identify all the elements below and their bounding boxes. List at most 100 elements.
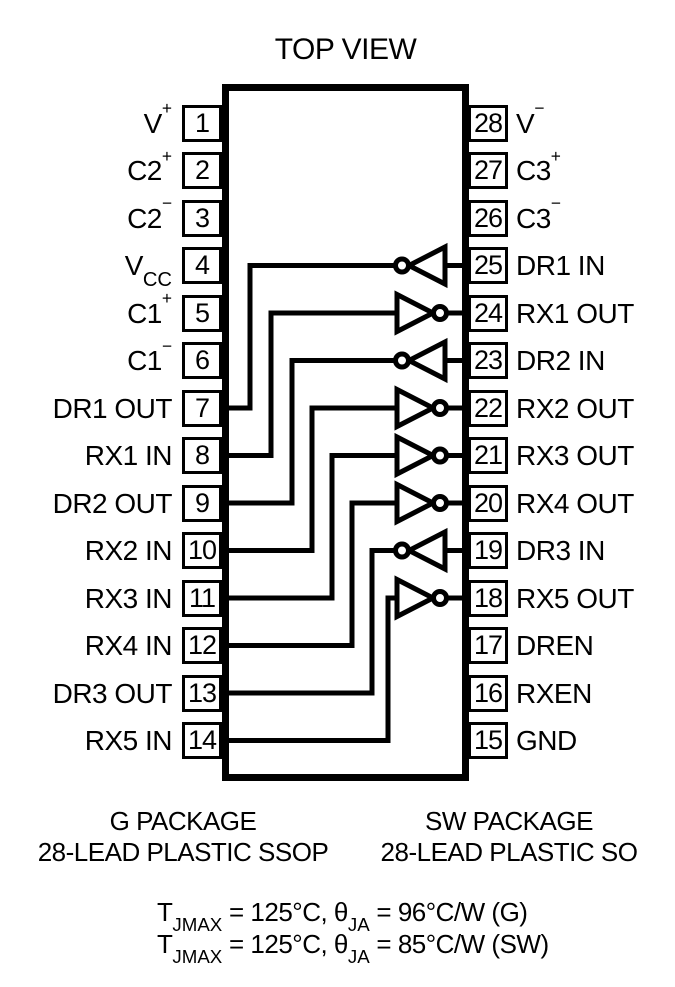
rx5-inverter-triangle [394,575,439,621]
pin-27-label-base: C3 [516,155,551,186]
pin-8-label-base: RX1 IN [84,440,173,471]
rx4-inverter-triangle [394,480,439,526]
thermal-sw-jmax-sub: JMAX [172,946,223,968]
pin-13-box: 13 [182,674,222,712]
pin-row-25: 25 DR1 IN [0,247,675,284]
pin-5-label-base: C1 [127,297,162,329]
g-package-caption: G PACKAGE 28-LEAD PLASTIC SSOP [33,806,333,868]
pin-28-number: 28 [473,107,503,138]
pin-10-number: 10 [187,535,217,565]
pin-26-label: C3− [516,195,561,237]
pin-20-label-base: RX4 OUT [516,487,634,519]
dr2-inversion-bubble [393,351,411,370]
pin-row-23: 23 DR2 IN [0,342,675,379]
pin-27-label: C3+ [516,147,561,189]
pin-18-label-base: RX5 OUT [516,582,634,614]
rx2-inversion-bubble [431,399,449,417]
pin-27-box: 27 [468,152,508,189]
pin-26-label-base: C3 [516,202,551,234]
pin-7-label-base: DR1 OUT [52,392,173,424]
thermal-sw-mid: = 125°C, θ [222,929,348,959]
pin-15-box: 15 [468,722,508,759]
pin-12-label-base: RX4 IN [84,630,173,661]
pin-row-9: DR2 OUT 9 [0,484,675,522]
pin-22-label: RX2 OUT [516,390,634,427]
thermal-g-ja-sub: JA [347,914,370,936]
pin-11-label-base: RX3 IN [84,582,173,614]
pin-4-label-sub: CC [142,269,172,292]
pin-5-number: 5 [194,297,210,328]
pin-3-number: 3 [194,202,210,233]
rx4-channel [222,480,470,648]
pin-23-number: 23 [473,345,503,375]
pin-14-box: 14 [182,722,222,759]
pin-2-number: 2 [194,155,210,185]
pin-18-box: 18 [468,579,508,617]
dr3-inversion-bubble [393,541,411,560]
rx5-inversion-bubble [431,589,449,607]
pin-19-label: DR3 IN [516,532,605,569]
pin-20-box: 20 [468,484,508,522]
pin-1-number: 1 [194,107,210,138]
pin-12-box: 12 [182,627,222,664]
pin-17-label: DREN [516,627,594,664]
rx3-inverter-triangle [394,432,439,479]
pin-row-26: 26 C3− [0,195,675,237]
pin-5-label: C1+ [0,290,172,332]
pin-row-19: 19 DR3 IN [0,532,675,569]
pin-2-box: 2 [182,152,222,189]
rx3-inversion-bubble [431,446,449,465]
pin-2-label-base: C2 [127,155,162,186]
thermal-g-jmax-sub: JMAX [172,914,223,936]
pin-row-11: RX3 IN 11 [0,579,675,617]
pin-16-label: RXEN [516,675,592,712]
pin-14-number: 14 [187,725,217,755]
pin-1-label-sup: + [161,98,172,119]
pin-row-24: 24 RX1 OUT [0,294,675,332]
pin-row-18: 18 RX5 OUT [0,579,675,617]
pin-23-label: DR2 IN [516,342,605,379]
pin-row-10: RX2 IN 10 [0,532,675,569]
pin-row-4: VCC 4 [0,247,675,290]
pin-22-label-base: RX2 OUT [516,392,634,424]
pin-7-label: DR1 OUT [0,390,173,427]
pin-3-box: 3 [182,199,222,237]
pin-11-label: RX3 IN [0,580,173,617]
diagram-title: TOP VIEW [274,33,417,66]
dr3-output-trace [222,548,396,696]
thermal-sw-ja-sub: JA [347,946,370,968]
pin-11-box: 11 [182,579,222,617]
sw-package-name: SW PACKAGE [425,806,593,836]
pin-15-label: GND [516,722,577,759]
pin-2-label: C2+ [0,147,172,189]
pin-8-box: 8 [182,437,222,474]
pin-15-label-base: GND [516,725,577,756]
pin-27-label-sup: + [550,145,561,166]
pin-25-label-base: DR1 IN [516,250,605,281]
pin-8-number: 8 [194,440,210,470]
thermal-sw-t: T [157,929,173,959]
pin-21-label: RX3 OUT [516,437,634,474]
rx2-input-trace [222,405,397,553]
pin-14-label-base: RX5 IN [84,725,173,756]
pin-row-28: 28 V− [0,100,675,142]
thermal-g-mid: = 125°C, θ [222,897,348,927]
thermal-g-t: T [157,897,173,927]
pin-4-label: VCC [0,247,172,290]
pin-7-number: 7 [194,392,210,423]
pin-26-number: 26 [473,202,503,233]
pin-12-number: 12 [187,630,217,660]
pin-3-label: C2− [0,195,172,237]
pin-8-label: RX1 IN [0,437,173,474]
dr2-inverter-triangle [403,337,448,384]
pin-row-1: V+ 1 [0,100,675,142]
pin-row-14: RX5 IN 14 [0,722,675,759]
rx3-input-trace [222,453,397,601]
dr1-inverter-triangle [403,242,448,289]
pin-23-label-base: DR2 IN [516,345,605,376]
pin-22-number: 22 [473,392,503,423]
pin-21-box: 21 [468,437,508,474]
pin-4-box: 4 [182,247,222,284]
